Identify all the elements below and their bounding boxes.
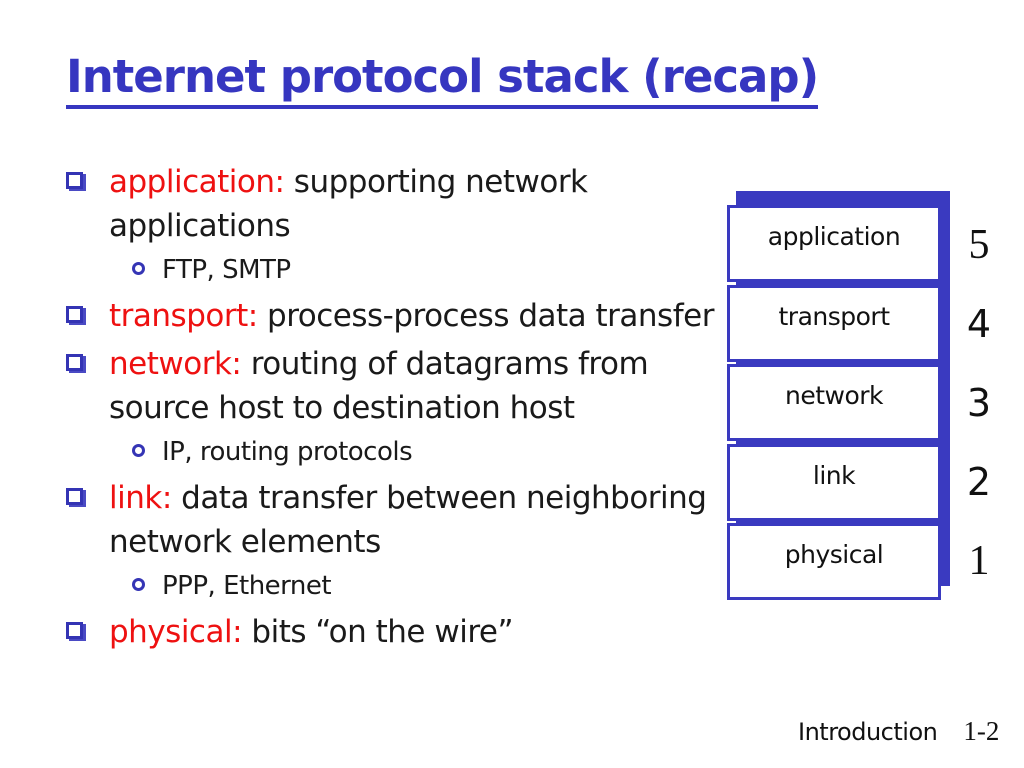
bullet-text: process-process data transfer [257, 298, 714, 334]
bullet-keyword: link: [109, 480, 172, 516]
bullet-keyword: transport: [109, 298, 258, 334]
square-bullet-icon [66, 488, 83, 505]
sub-item-ftp-smtp: FTP, SMTP [132, 252, 720, 288]
layer-numbers: 5 4 3 2 1 [956, 205, 1002, 600]
layer-number-3: 3 [966, 380, 992, 425]
square-bullet-icon [66, 622, 83, 639]
bullet-text-block: application: supporting network applicat… [109, 160, 720, 248]
list-item-application: application: supporting network applicat… [60, 160, 720, 248]
stack-layer-link: link [727, 443, 941, 521]
bullet-keyword: physical: [109, 614, 243, 650]
bullet-keyword: application: [109, 164, 285, 200]
footer-page-number: 1-2 [963, 716, 1000, 746]
footer-section: Introduction [798, 718, 938, 746]
circle-bullet-icon [132, 578, 145, 591]
sub-item-text: PPP, Ethernet [162, 571, 332, 601]
stack-layer-transport: transport [727, 284, 941, 362]
sub-item-text: FTP, SMTP [162, 255, 291, 285]
bullet-text: supporting network applications [109, 164, 597, 244]
sub-item-text: IP, routing protocols [162, 437, 413, 467]
bullet-text-block: physical: bits “on the wire” [109, 610, 514, 654]
layer-number-4: 4 [966, 301, 992, 346]
bullet-keyword: network: [109, 346, 242, 382]
list-item-network: network: routing of datagrams from sourc… [60, 342, 720, 430]
footer: Introduction 1-2 [798, 716, 999, 747]
square-bullet-icon [66, 306, 83, 323]
square-bullet-icon [66, 354, 83, 371]
bullet-text-block: network: routing of datagrams from sourc… [109, 342, 720, 430]
list-item-physical: physical: bits “on the wire” [60, 610, 720, 654]
bullet-text-block: link: data transfer between neighboring … [109, 476, 720, 564]
stack-layers: application transport network link physi… [727, 205, 941, 600]
page-title: Internet protocol stack (recap) [66, 52, 819, 109]
bullet-list: application: supporting network applicat… [60, 160, 720, 658]
bullet-text: bits “on the wire” [242, 614, 514, 650]
list-item-link: link: data transfer between neighboring … [60, 476, 720, 564]
bullet-text-block: transport: process-process data transfer [109, 294, 714, 338]
circle-bullet-icon [132, 444, 145, 457]
list-item-transport: transport: process-process data transfer [60, 294, 720, 338]
sub-item-ppp-ethernet: PPP, Ethernet [132, 568, 720, 604]
stack-layer-application: application [727, 205, 941, 282]
stack-layer-physical: physical [727, 523, 941, 600]
circle-bullet-icon [132, 262, 145, 275]
layer-number-1: 1 [968, 537, 990, 584]
layer-number-2: 2 [966, 459, 992, 504]
sub-item-ip-routing: IP, routing protocols [132, 434, 720, 470]
bullet-text: data transfer between neighboring networ… [109, 480, 726, 560]
stack-layer-network: network [727, 364, 941, 441]
square-bullet-icon [66, 172, 83, 189]
protocol-stack-diagram: application transport network link physi… [727, 191, 950, 600]
bullet-text: routing of datagrams from source host to… [109, 346, 658, 426]
layer-number-5: 5 [968, 221, 990, 268]
